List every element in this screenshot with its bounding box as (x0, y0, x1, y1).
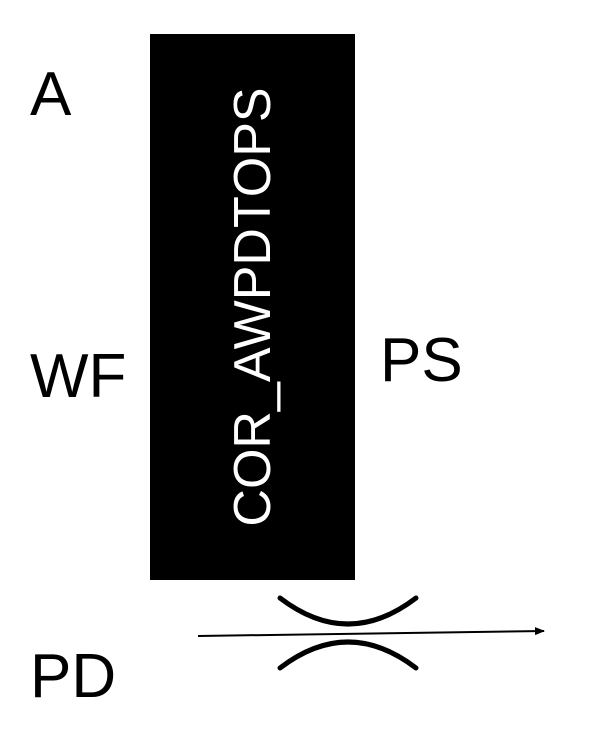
label-a: A (30, 60, 72, 129)
arrow-right-icon (197, 627, 545, 637)
label-wf: WF (30, 342, 127, 411)
label-ps: PS (380, 326, 463, 395)
constriction-symbol-icon (277, 595, 419, 671)
cor-awpdtops-box: COR_AWPDTOPS (150, 34, 355, 580)
label-pd: PD (30, 642, 117, 711)
